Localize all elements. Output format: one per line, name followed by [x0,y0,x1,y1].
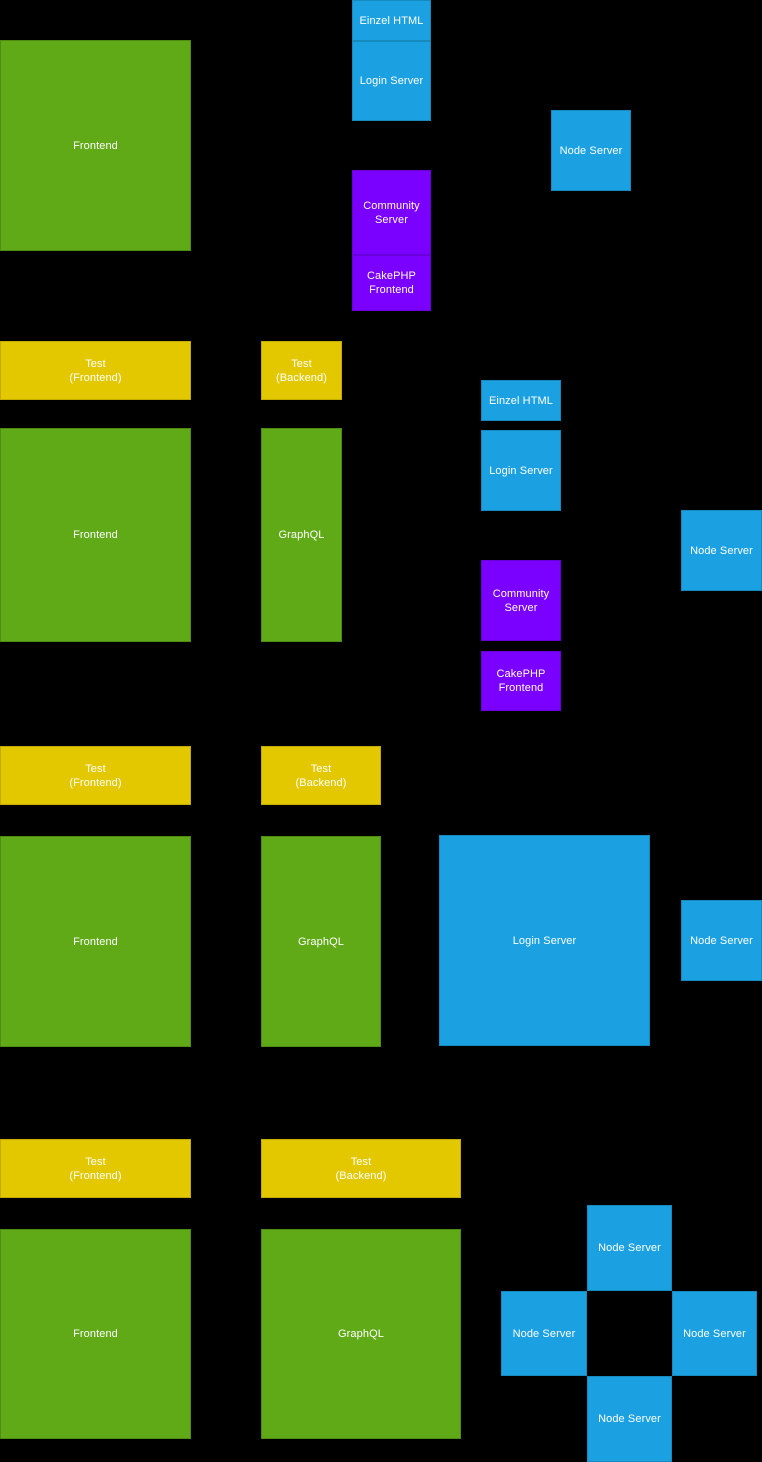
block-s3-login-server[interactable]: Login Server [439,835,650,1046]
block-label: Einzel HTML [359,14,424,27]
block-s3-graphql[interactable]: GraphQL [261,836,381,1047]
block-label: Community Server [363,199,420,226]
block-s4-test-backend[interactable]: Test (Backend) [261,1139,461,1198]
block-label: CakePHP Frontend [496,668,546,694]
block-s4-test-frontend[interactable]: Test (Frontend) [0,1139,191,1198]
block-s4-frontend[interactable]: Frontend [0,1229,191,1439]
block-s2-test-backend[interactable]: Test (Backend) [261,341,342,400]
block-label: Login Server [489,464,553,477]
block-label: Test (Backend) [335,1155,387,1182]
block-s1-login-server[interactable]: Login Server [352,41,431,121]
block-s3-test-backend[interactable]: Test (Backend) [261,746,381,805]
block-label: Einzel HTML [488,394,554,407]
block-label: CakePHP Frontend [367,270,416,296]
block-s3-node-server[interactable]: Node Server [681,900,762,981]
block-label: Frontend [73,1328,118,1340]
block-label: Test (Backend) [295,762,347,789]
block-s4-node-server-top[interactable]: Node Server [587,1205,672,1291]
block-label: Node Server [683,1327,746,1340]
block-label: GraphQL [278,529,325,541]
block-s2-test-frontend[interactable]: Test (Frontend) [0,341,191,400]
block-s2-frontend[interactable]: Frontend [0,428,191,642]
block-label: Test (Frontend) [69,1155,122,1182]
block-s1-einzel-html[interactable]: Einzel HTML [352,0,431,41]
block-label: Node Server [598,1242,661,1254]
block-label: Test (Backend) [275,357,328,384]
block-label: Node Server [690,934,753,947]
block-label: Test (Frontend) [69,357,122,384]
block-s2-node-server[interactable]: Node Server [681,510,762,591]
block-label: Test (Frontend) [69,762,122,789]
block-s2-login-server[interactable]: Login Server [481,430,561,511]
block-label: GraphQL [298,935,344,948]
block-label: Frontend [73,935,118,948]
block-s4-graphql[interactable]: GraphQL [261,1229,461,1439]
block-s4-node-server-bottom[interactable]: Node Server [587,1376,672,1462]
block-label: Node Server [512,1327,576,1340]
block-s4-node-server-right[interactable]: Node Server [672,1291,757,1376]
block-s2-community-server[interactable]: Community Server [481,560,561,641]
block-s1-node-server[interactable]: Node Server [551,110,631,191]
block-s3-frontend[interactable]: Frontend [0,836,191,1047]
block-label: Login Server [512,934,577,947]
block-s1-community-server[interactable]: Community Server [352,170,431,255]
block-s3-test-frontend[interactable]: Test (Frontend) [0,746,191,805]
block-label: Frontend [73,139,118,152]
block-label: GraphQL [338,1328,384,1340]
block-s2-cakephp-frontend[interactable]: CakePHP Frontend [481,651,561,711]
block-s1-frontend[interactable]: Frontend [0,40,191,251]
block-label: Frontend [73,529,118,541]
block-label: Login Server [359,75,424,87]
block-s2-graphql[interactable]: GraphQL [261,428,342,642]
block-s1-cakephp-frontend[interactable]: CakePHP Frontend [352,255,431,311]
block-s4-node-server-left[interactable]: Node Server [501,1291,587,1376]
block-s2-einzel-html[interactable]: Einzel HTML [481,380,561,421]
block-label: Node Server [690,544,753,557]
block-label: Node Server [598,1413,661,1425]
block-label: Community Server [492,587,550,614]
block-label: Node Server [559,144,623,157]
